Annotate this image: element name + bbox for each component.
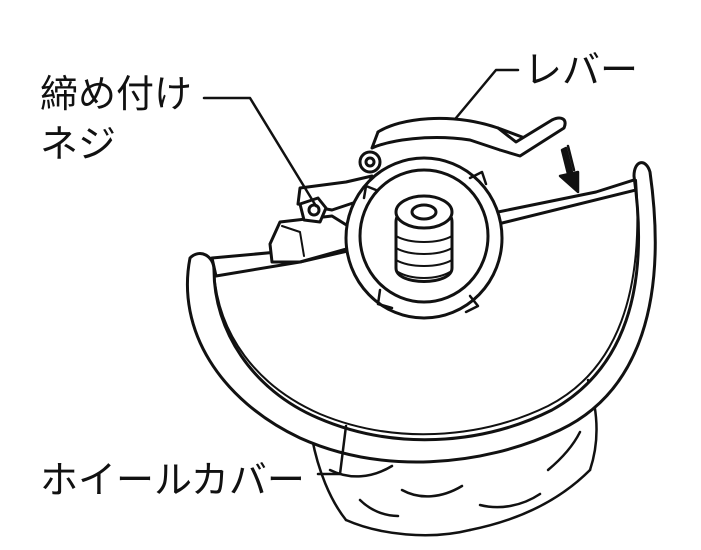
lever bbox=[496, 116, 567, 158]
spindle bbox=[394, 194, 454, 283]
spindle-assembly bbox=[344, 156, 504, 320]
clamp-band bbox=[268, 116, 567, 264]
grinder-body bbox=[310, 378, 598, 537]
label-wheel-cover: ホイールカバー bbox=[40, 458, 305, 502]
leader-clamp-screw bbox=[202, 96, 318, 208]
label-lever: レバー bbox=[524, 48, 639, 92]
hinge-pin bbox=[358, 150, 382, 174]
label-clamp-screw-line2: ネジ bbox=[40, 122, 117, 166]
clamp-screw bbox=[298, 196, 328, 224]
label-clamp-screw-line1: 締め付け bbox=[40, 72, 193, 116]
leader-lever bbox=[454, 68, 520, 120]
down-arrow-icon bbox=[558, 144, 580, 194]
leader-wheel-cover bbox=[316, 424, 348, 476]
leader-lines bbox=[202, 68, 520, 476]
